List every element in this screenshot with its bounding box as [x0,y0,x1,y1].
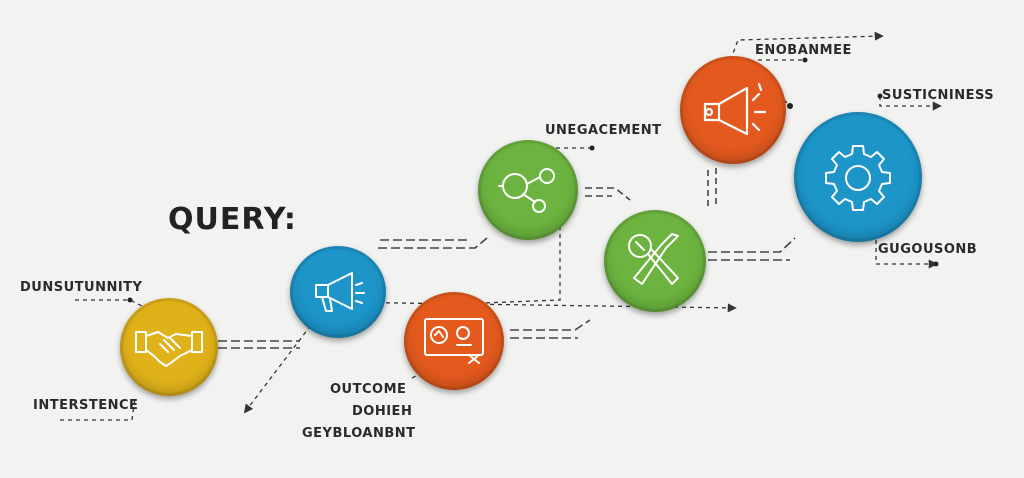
node-megaphone-blue [290,246,386,338]
arrow-outcomes [875,240,938,269]
arrow-board-up [429,184,561,306]
leader-interstence [60,397,136,421]
label-engagement: UNEGACEMENT [545,123,662,138]
connector-4-5 [585,187,631,201]
megaphone-icon [703,82,767,136]
label-outcome-line3: GEYBLOANBNT [302,426,416,441]
tools-icon [628,233,679,285]
node-megaphone-orange [680,56,786,164]
connection-icon [498,168,555,213]
label-sustainability: SUSTICNINESS [882,88,995,103]
node-handshake [120,298,218,396]
label-outcomes: GUGOUSONB [878,242,978,257]
gear-icon [825,145,891,211]
megaphone-icon [315,272,365,312]
handshake-icon [135,331,203,367]
leader-opportunity [75,299,151,311]
connector-3-4 [510,319,591,339]
connector-5-6 [707,168,717,210]
node-tools [604,210,706,312]
node-presentation [404,292,504,390]
node-connection [478,140,578,240]
node-gear [794,112,922,242]
label-interstence: INTERSTENCE [33,398,139,413]
label-opportunity: DUNSUTUNNITY [20,280,143,295]
arrow-sustain [879,96,942,111]
diagram-title: QUERY: [168,202,297,237]
label-enhance: ENOBANMEE [755,43,852,58]
label-outcome-line2: DOHIEH [352,404,413,419]
label-outcome-line1: OUTCOME [330,382,407,397]
connector-1-2 [218,340,300,349]
connector-2-3 [378,237,488,249]
presentation-board-icon [424,318,484,364]
connector-5-7 [708,237,796,261]
